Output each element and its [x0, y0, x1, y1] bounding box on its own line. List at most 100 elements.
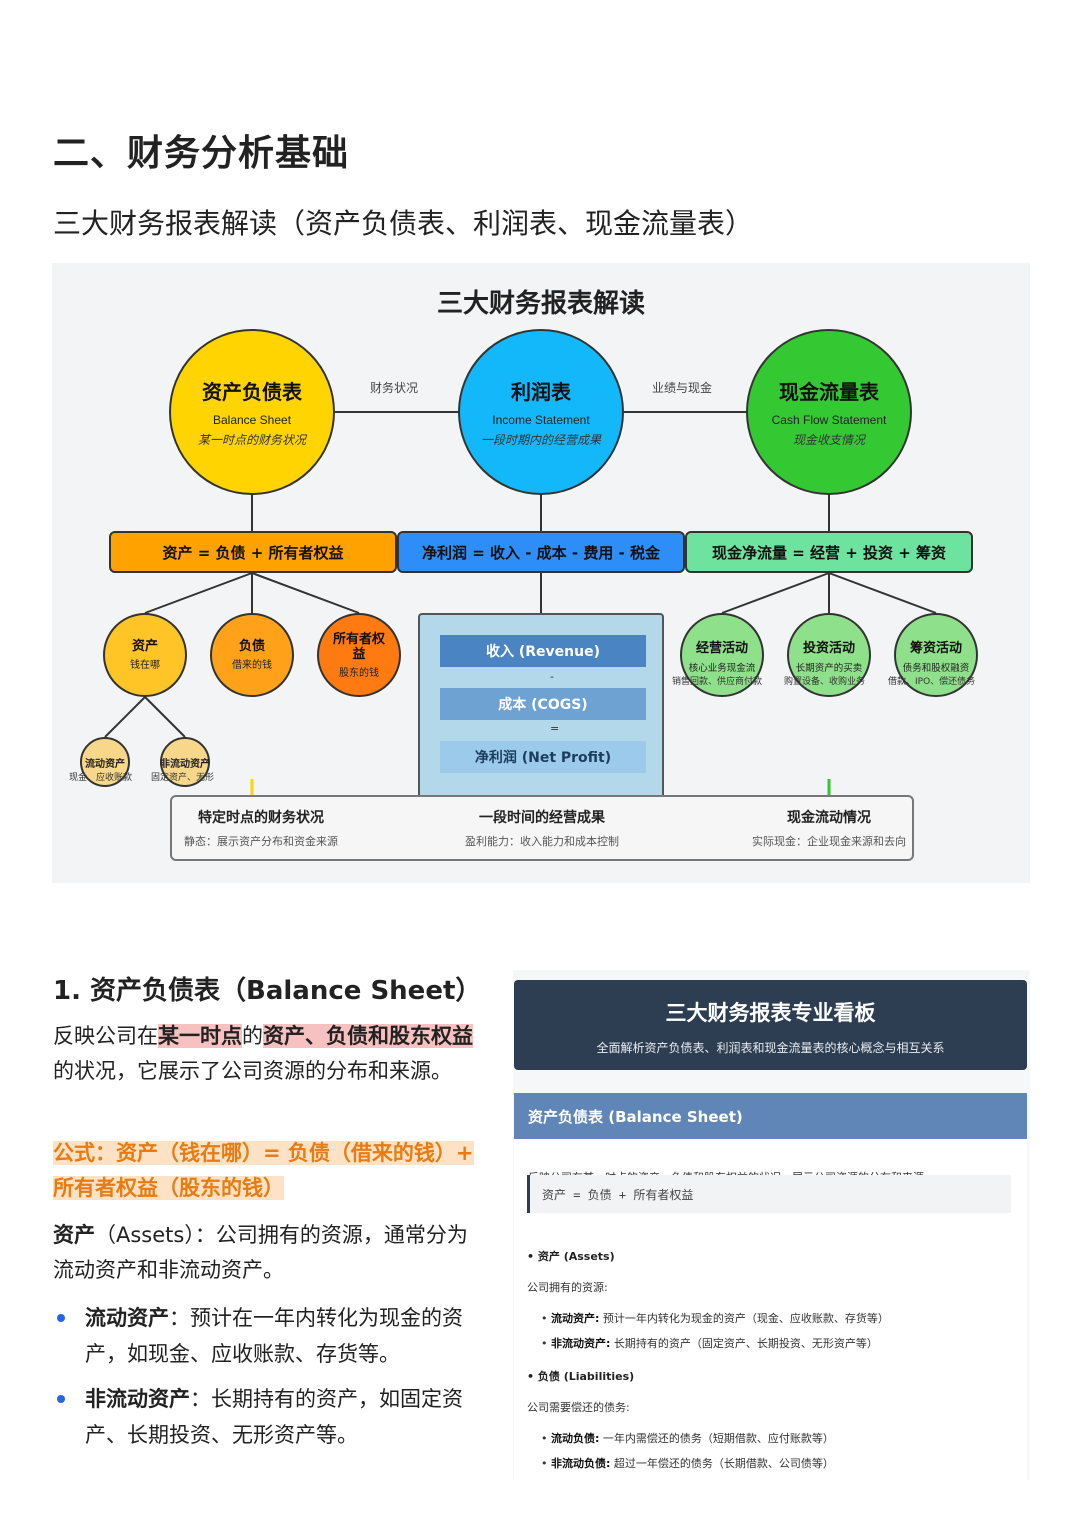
intro-post: 的状况，它展示了公司资源的分布和来源。 [53, 1059, 452, 1083]
operating-activities-circle: 经营活动 核心业务现金流 [680, 613, 764, 697]
financing-note: 借款、IPO、偿还债务 [888, 677, 976, 687]
dashboard-header: 三大财务报表专业看板 全面解析资产负债表、利润表和现金流量表的核心概念与相互关系 [514, 980, 1027, 1070]
bullet-term: 非流动资产 [85, 1387, 190, 1411]
card-assets-label-text: 资产 (Assets) [537, 1250, 615, 1263]
cash-flow-desc: 现金收支情况 [792, 433, 865, 447]
summary-cash: 现金流动情况 实际现金：企业现金来源和去向 [746, 807, 912, 849]
bullet-text: ：长期持有的资产，如固定资产、长期投资、无形资产等。 [85, 1387, 463, 1447]
card-sub-term: 非流动资产: [551, 1337, 611, 1350]
card-noncurrent-liabilities: • 非流动负债: 超过一年偿还的债务（长期借款、公司债等） [541, 1457, 834, 1470]
section-subheading: 三大财务报表解读（资产负债表、利润表、现金流量表） [53, 207, 754, 240]
dashboard-subtitle: 全面解析资产负债表、利润表和现金流量表的核心概念与相互关系 [596, 1041, 945, 1055]
card-assets-label: • 资产 (Assets) [527, 1250, 615, 1263]
operating-name: 经营活动 [695, 640, 748, 656]
section-heading: 二、财务分析基础 [53, 133, 350, 174]
investing-desc: 长期资产的买卖 [795, 662, 863, 674]
cogs-item: 成本 (COGS) [440, 688, 646, 720]
current-assets-name: 流动资产 [85, 758, 125, 770]
equity-circle: 所有者权益 股东的钱 [317, 613, 401, 697]
edge-label-performance-cash: 业绩与现金 [652, 381, 713, 395]
income-statement-en: Income Statement [492, 413, 590, 427]
card-sub-term: 流动负债: [551, 1432, 600, 1445]
noncurrent-assets-name: 非流动资产 [160, 758, 210, 770]
intro-highlight-time: 某一时点 [158, 1024, 242, 1048]
income-statement-desc: 一段时期内的经营成果 [480, 433, 601, 447]
noncurrent-assets-bullet: 非流动资产：长期持有的资产，如固定资产、长期投资、无形资产等。 [53, 1381, 483, 1453]
card-liabilities-label: • 负债 (Liabilities) [527, 1370, 635, 1383]
balance-sheet-circle: 资产负债表 Balance Sheet 某一时点的财务状况 [169, 329, 335, 495]
income-statement-circle: 利润表 Income Statement 一段时期内的经营成果 [458, 329, 624, 495]
bullet-text: ：预计在一年内转化为现金的资产，如现金、应收账款、存货等。 [85, 1306, 463, 1366]
balance-sheet-card: 资产负债表 (Balance Sheet) 反映公司在某一时点的资产、负债和股东… [514, 1093, 1027, 1480]
card-sub-text: 一年内需偿还的债务（短期借款、应付账款等） [602, 1432, 834, 1445]
assets-definition: 资产（Assets）：公司拥有的资源，通常分为流动资产和非流动资产。 [53, 1218, 483, 1288]
card-sub-term: 流动资产: [551, 1312, 600, 1325]
bullet-dot [57, 1395, 65, 1403]
revenue-item: 收入 (Revenue) [440, 635, 646, 667]
minus-sign: - [550, 670, 554, 683]
investing-note: 购置设备、收购业务 [784, 677, 866, 687]
income-breakdown-box: 收入 (Revenue) - 成本 (COGS) = 净利润 (Net Prof… [418, 613, 664, 809]
assets-circle: 资产 钱在哪 [103, 613, 187, 697]
card-assets-desc: 公司拥有的资源: [527, 1281, 608, 1294]
bullet-term: 流动资产 [85, 1306, 169, 1330]
edge-label-financial-position: 财务状况 [370, 381, 419, 395]
card-sub-term: 非流动负债: [551, 1457, 611, 1470]
financial-statements-diagram: 三大财务报表解读 资产负债表 Balance Sheet 某一时点的财务状况 利… [52, 263, 1030, 883]
intro-mid: 的 [242, 1024, 263, 1048]
balance-sheet-card-title: 资产负债表 (Balance Sheet) [514, 1093, 1027, 1139]
current-assets-circle: 流动资产 [80, 737, 130, 787]
card-sub-text: 超过一年偿还的债务（长期借款、公司债等） [613, 1457, 834, 1470]
operating-note: 销售回款、供应商付款 [672, 677, 763, 687]
assets-name: 资产 [131, 639, 158, 654]
balance-sheet-desc: 某一时点的财务状况 [197, 433, 306, 447]
noncurrent-assets-circle: 非流动资产 [160, 737, 210, 787]
current-assets-note: 现金、应收账款 [69, 773, 133, 783]
summary-balance: 特定时点的财务状况 静态：展示资产分布和资金来源 [176, 807, 346, 849]
summary-balance-desc: 静态：展示资产分布和资金来源 [184, 835, 338, 848]
intro-highlight-items: 资产、负债和股东权益 [263, 1024, 473, 1048]
summary-income: 一段时间的经营成果 盈利能力：收入能力和成本控制 [442, 807, 642, 849]
formula-highlight: 公式：资产（钱在哪）= 负债（借来的钱）+ 所有者权益（股东的钱） [53, 1141, 474, 1200]
card-formula: 资产 = 负债 + 所有者权益 [527, 1175, 1011, 1213]
assets-term: 资产 [53, 1223, 95, 1247]
balance-sheet-formula-text: 公式：资产（钱在哪）= 负债（借来的钱）+ 所有者权益（股东的钱） [53, 1136, 483, 1206]
card-sub-text: 长期持有的资产（固定资产、长期投资、无形资产等） [613, 1337, 878, 1350]
equity-name: 所有者权益 [333, 631, 386, 662]
summary-income-desc: 盈利能力：收入能力和成本控制 [465, 835, 619, 848]
investing-name: 投资活动 [802, 640, 855, 656]
balance-sheet-en: Balance Sheet [212, 413, 292, 427]
balance-sheet-formula: 资产 = 负债 + 所有者权益 [109, 531, 397, 573]
summary-balance-title: 特定时点的财务状况 [198, 810, 324, 826]
equity-desc: 股东的钱 [339, 667, 379, 679]
assets-desc: 钱在哪 [130, 660, 160, 671]
dashboard-title: 三大财务报表专业看板 [665, 1001, 876, 1025]
cash-flow-circle: 现金流量表 Cash Flow Statement 现金收支情况 [746, 329, 912, 495]
summary-cash-title: 现金流动情况 [787, 810, 871, 826]
balance-sheet-intro: 反映公司在某一时点的资产、负债和股东权益的状况，它展示了公司资源的分布和来源。 [53, 1019, 483, 1089]
intro-pre: 反映公司在 [53, 1024, 158, 1048]
cash-flow-en: Cash Flow Statement [771, 413, 887, 427]
liabilities-circle: 负债 借来的钱 [210, 613, 294, 697]
bullet-dot [57, 1314, 65, 1322]
card-current-liabilities: • 流动负债: 一年内需偿还的债务（短期借款、应付账款等） [541, 1432, 834, 1445]
summary-income-title: 一段时间的经营成果 [479, 810, 605, 826]
card-noncurrent-assets: • 非流动资产: 长期持有的资产（固定资产、长期投资、无形资产等） [541, 1337, 878, 1350]
operating-desc: 核心业务现金流 [688, 662, 756, 674]
summary-bar: 特定时点的财务状况 静态：展示资产分布和资金来源 一段时间的经营成果 盈利能力：… [170, 795, 914, 861]
balance-sheet-heading: 1. 资产负债表（Balance Sheet） [53, 976, 482, 1006]
cash-flow-formula: 现金净流量 = 经营 + 投资 + 筹资 [685, 531, 973, 573]
diagram-connectors [104, 411, 937, 809]
card-current-assets: • 流动资产: 预计一年内转化为现金的资产（现金、应收账款、存货等） [541, 1312, 889, 1325]
cash-flow-name: 现金流量表 [779, 380, 879, 404]
card-sub-text: 预计一年内转化为现金的资产（现金、应收账款、存货等） [602, 1312, 889, 1325]
card-liabilities-desc: 公司需要偿还的债务: [527, 1401, 630, 1414]
noncurrent-assets-note: 固定资产、无形 [151, 773, 215, 783]
liabilities-name: 负债 [238, 639, 265, 654]
income-statement-name: 利润表 [511, 380, 571, 404]
investing-activities-circle: 投资活动 长期资产的买卖 [787, 613, 871, 697]
dashboard-screenshot: 三大财务报表专业看板 全面解析资产负债表、利润表和现金流量表的核心概念与相互关系… [513, 970, 1030, 1480]
card-liabilities-label-text: 负债 (Liabilities) [537, 1370, 635, 1383]
income-formula: 净利润 = 收入 - 成本 - 费用 - 税金 [397, 531, 685, 573]
liabilities-desc: 借来的钱 [232, 660, 272, 671]
